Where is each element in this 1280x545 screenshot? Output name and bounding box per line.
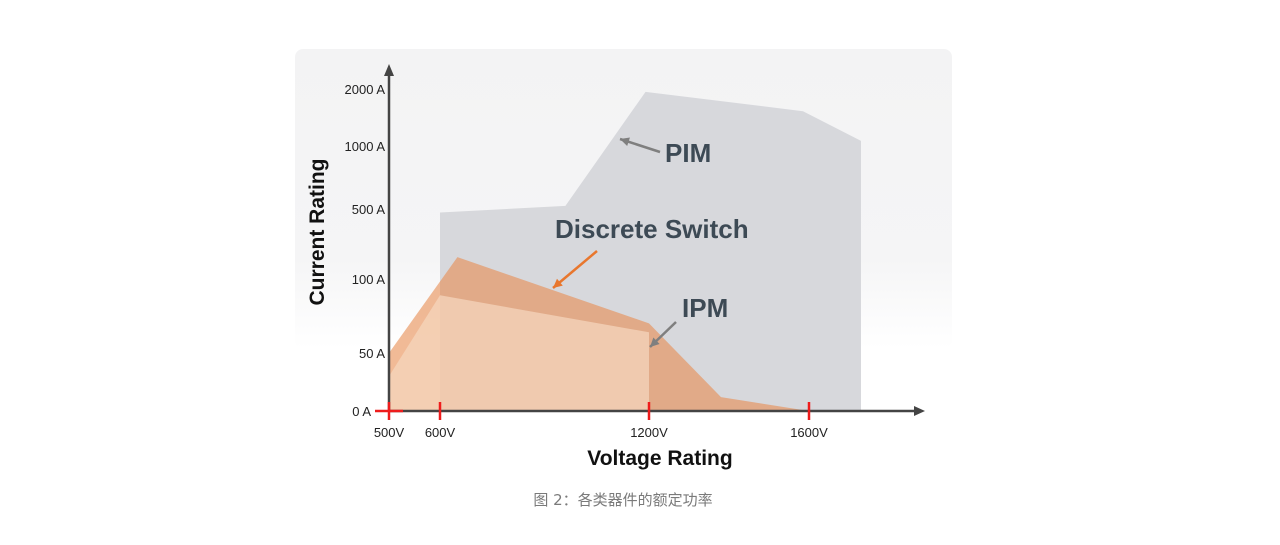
discrete-switch-annotation-arrow bbox=[552, 250, 598, 289]
ipm-arrowhead-icon bbox=[650, 337, 660, 347]
x-tick-label: 600V bbox=[425, 425, 456, 440]
x-tick-label: 1200V bbox=[630, 425, 668, 440]
pim-arrowhead-icon bbox=[620, 137, 630, 147]
x-axis-label: Voltage Rating bbox=[587, 447, 732, 470]
y-axis-label: Current Rating bbox=[306, 159, 329, 306]
discrete-switch-arrowhead-icon bbox=[553, 278, 563, 288]
pim-annotation-label: PIM bbox=[665, 138, 711, 168]
discrete-switch-annotation-label: Discrete Switch bbox=[555, 214, 749, 244]
ipm-annotation-label: IPM bbox=[682, 293, 728, 323]
y-tick-label: 0 A bbox=[352, 404, 371, 419]
y-tick-label: 500 A bbox=[352, 202, 386, 217]
figure-caption: 图 2：各类器件的额定功率 bbox=[533, 491, 713, 509]
x-tick-label: 1600V bbox=[790, 425, 828, 440]
x-tick-label: 500V bbox=[374, 425, 405, 440]
y-tick-label: 2000 A bbox=[345, 82, 386, 97]
x-axis-arrow-icon bbox=[914, 406, 925, 416]
series-ipm-area bbox=[389, 295, 649, 411]
y-tick-label: 100 A bbox=[352, 272, 386, 287]
y-tick-label: 1000 A bbox=[345, 139, 386, 154]
y-tick-label: 50 A bbox=[359, 346, 385, 361]
y-axis-arrow-icon bbox=[384, 64, 394, 76]
